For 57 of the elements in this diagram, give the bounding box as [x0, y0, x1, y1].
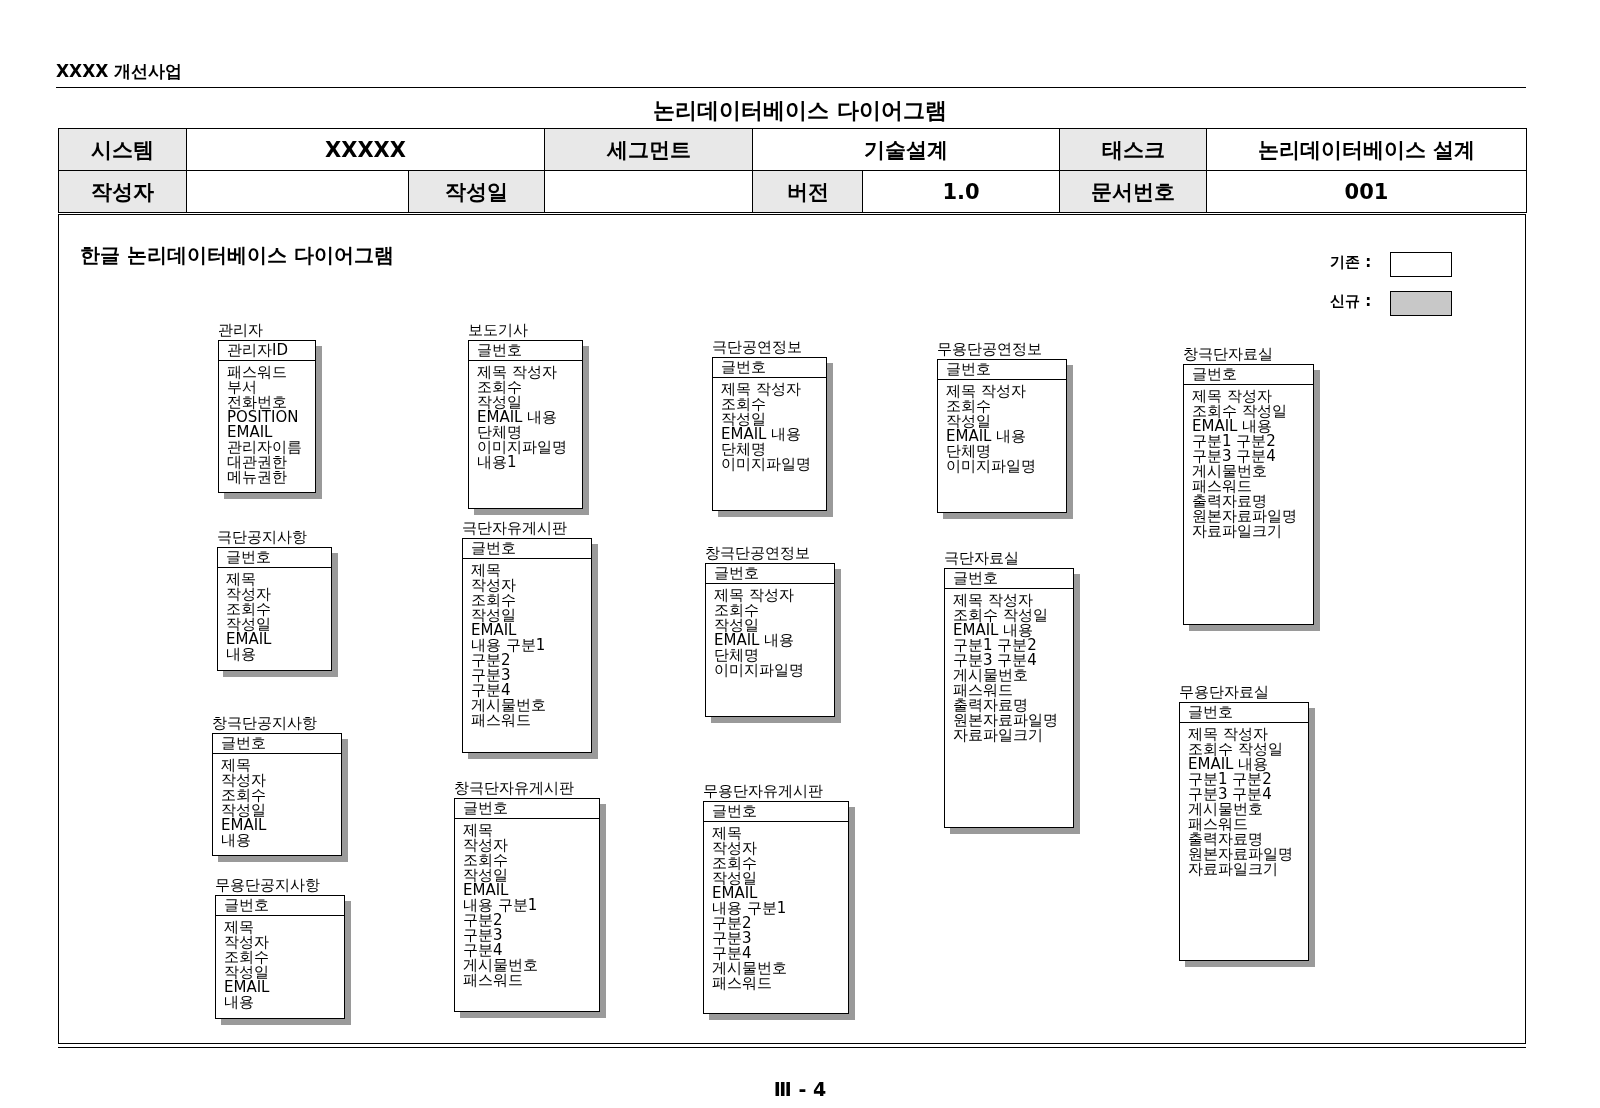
- attribute-list: 제목 작성자 조회수 작성일 EMAIL 내용 구분1 구분2 구분3 구분4 게시물번호 패스워드 출력자료명 원본자료파일명 자료파일크기: [1180, 723, 1293, 883]
- attribute-list: 제목 작성자 조회수 작성일 EMAIL 내용: [216, 916, 270, 1016]
- attribute-list: 제목 작성자 조회수 작성일 EMAIL 내용 단체명 이미지파일명: [706, 584, 804, 684]
- header-text: XXXX 개선사업: [56, 60, 183, 83]
- field-label: 작성일: [408, 170, 545, 213]
- field-label: 작성자: [58, 170, 187, 213]
- attribute-list: 제목 작성자 조회수 작성일 EMAIL 내용 구분1 구분2 구분3 구분4 게시물번호 패스워드: [455, 819, 538, 994]
- table-name: 창극단공지사항: [212, 715, 318, 733]
- attribute-list: 패스워드 부서 전화번호 POSITION EMAIL 관리자이름 대관권한 메뉴권한: [219, 361, 302, 491]
- table-name: 극단공연정보: [712, 339, 803, 357]
- primary-key: 관리자ID: [219, 341, 315, 361]
- primary-key: 글번호: [216, 896, 344, 916]
- attribute-list: 제목 작성자 조회수 작성일 EMAIL 내용 단체명 이미지파일명 내용1: [469, 361, 567, 476]
- table-name: 창극단자유게시판: [454, 780, 575, 798]
- field-label: 태스크: [1059, 128, 1207, 171]
- table-name: 무용단자유게시판: [703, 783, 824, 801]
- primary-key: 글번호: [469, 341, 582, 361]
- primary-key: 글번호: [713, 358, 826, 378]
- attribute-list: 제목 작성자 조회수 작성일 EMAIL 내용 구분1 구분2 구분3 구분4 게시물번호 패스워드: [704, 822, 787, 997]
- attribute-list: 제목 작성자 조회수 작성일 EMAIL 내용 구분1 구분2 구분3 구분4 게시물번호 패스워드: [463, 559, 546, 734]
- attribute-list: 제목 작성자 조회수 작성일 EMAIL 내용 구분1 구분2 구분3 구분4 게시물번호 패스워드 출력자료명 원본자료파일명 자료파일크기: [945, 589, 1058, 749]
- primary-key: 글번호: [1180, 703, 1308, 723]
- field-value: 논리데이터베이스 설계: [1206, 128, 1527, 171]
- attribute-list: 제목 작성자 조회수 작성일 EMAIL 내용 구분1 구분2 구분3 구분4 게시물번호 패스워드 출력자료명 원본자료파일명 자료파일크기: [1184, 385, 1297, 545]
- primary-key: 글번호: [706, 564, 834, 584]
- table-name: 보도기사: [468, 322, 529, 340]
- table-name: 관리자: [218, 322, 264, 340]
- table-name: 극단공지사항: [217, 529, 308, 547]
- attribute-list: 제목 작성자 조회수 작성일 EMAIL 내용 단체명 이미지파일명: [938, 380, 1036, 480]
- attribute-list: 제목 작성자 조회수 작성일 EMAIL 내용: [218, 568, 272, 668]
- legend-label: 기존 :: [1330, 253, 1372, 272]
- primary-key: 글번호: [704, 802, 848, 822]
- field-label: 버전: [752, 170, 863, 213]
- primary-key: 글번호: [455, 799, 599, 819]
- primary-key: 글번호: [938, 360, 1066, 380]
- document-title: 논리데이터베이스 다이어그램: [652, 97, 948, 125]
- table-name: 창극단자료실: [1183, 346, 1274, 364]
- primary-key: 글번호: [463, 539, 591, 559]
- field-label: 문서번호: [1059, 170, 1207, 213]
- section-title: 한글 논리데이터베이스 다이어그램: [80, 242, 394, 269]
- field-label: 세그먼트: [544, 128, 753, 171]
- table-name: 무용단공지사항: [215, 877, 321, 895]
- field-value: 001: [1206, 170, 1527, 213]
- attribute-list: 제목 작성자 조회수 작성일 EMAIL 내용: [213, 754, 267, 854]
- table-name: 창극단공연정보: [705, 545, 811, 563]
- table-name: 무용단자료실: [1179, 684, 1270, 702]
- field-label: 시스템: [58, 128, 187, 171]
- page-number: Ⅲ - 4: [772, 1078, 828, 1100]
- table-name: 무용단공연정보: [937, 341, 1043, 359]
- legend-label: 신규 :: [1330, 292, 1372, 311]
- primary-key: 글번호: [945, 569, 1073, 589]
- table-name: 극단자유게시판: [462, 520, 568, 538]
- primary-key: 글번호: [213, 734, 341, 754]
- attribute-list: 제목 작성자 조회수 작성일 EMAIL 내용 단체명 이미지파일명: [713, 378, 811, 478]
- primary-key: 글번호: [1184, 365, 1313, 385]
- table-name: 극단자료실: [944, 550, 1020, 568]
- primary-key: 글번호: [218, 548, 331, 568]
